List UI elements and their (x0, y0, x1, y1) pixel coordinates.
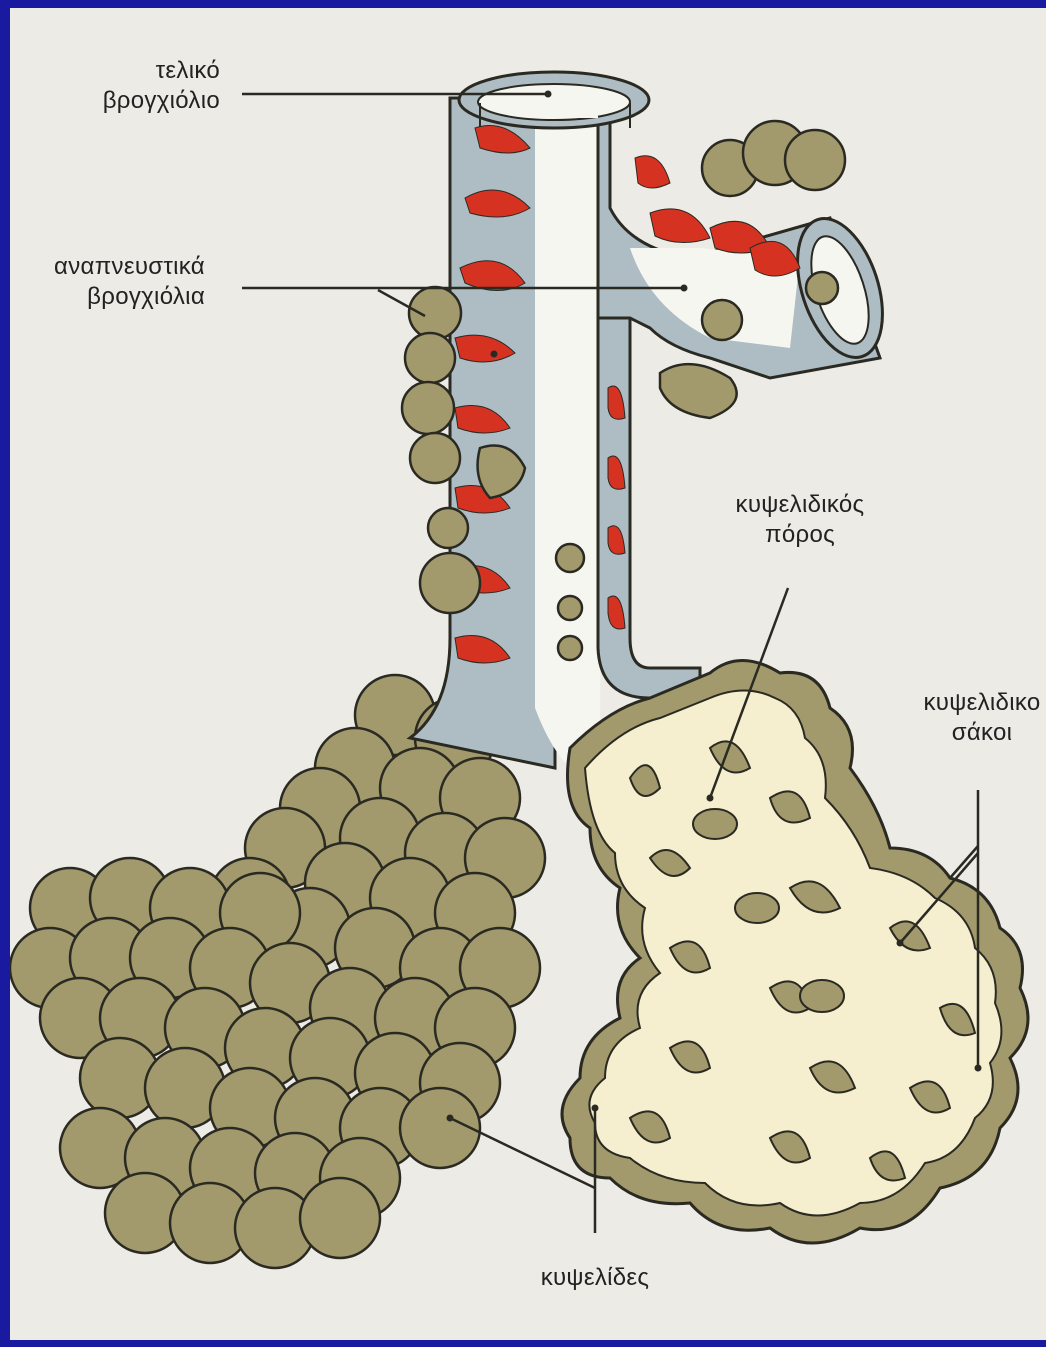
label-alveolar-duct-line1: κυψελιδικός (690, 490, 910, 520)
respiratory-zone-diagram (10, 8, 1046, 1340)
label-alveoli: κυψελίδες (510, 1263, 680, 1293)
label-alveolar-duct-line2: πόρος (690, 520, 910, 550)
label-alveolar-sacs-line1: κυψελιδικο (882, 688, 1046, 718)
diagram-page: τελικό βρογχιόλιο αναπνευστικά βρογχιόλι… (10, 8, 1046, 1340)
label-terminal-bronchiole-line2: βρογχιόλιο (50, 86, 220, 116)
label-terminal-bronchiole-line1: τελικό (50, 56, 220, 86)
label-respiratory-bronchioles-line1: αναπνευστικά (10, 252, 205, 282)
label-alveolar-sacs: κυψελιδικο σάκοι (882, 688, 1046, 748)
label-respiratory-bronchioles: αναπνευστικά βρογχιόλια (10, 252, 205, 312)
label-respiratory-bronchioles-line2: βρογχιόλια (10, 282, 205, 312)
label-alveolar-duct: κυψελιδικός πόρος (690, 490, 910, 550)
label-alveolar-sacs-line2: σάκοι (882, 718, 1046, 748)
label-terminal-bronchiole: τελικό βρογχιόλιο (50, 56, 220, 116)
alveolar-cluster (10, 675, 545, 1268)
label-alveoli-line1: κυψελίδες (510, 1263, 680, 1293)
alveolus (300, 1178, 380, 1258)
